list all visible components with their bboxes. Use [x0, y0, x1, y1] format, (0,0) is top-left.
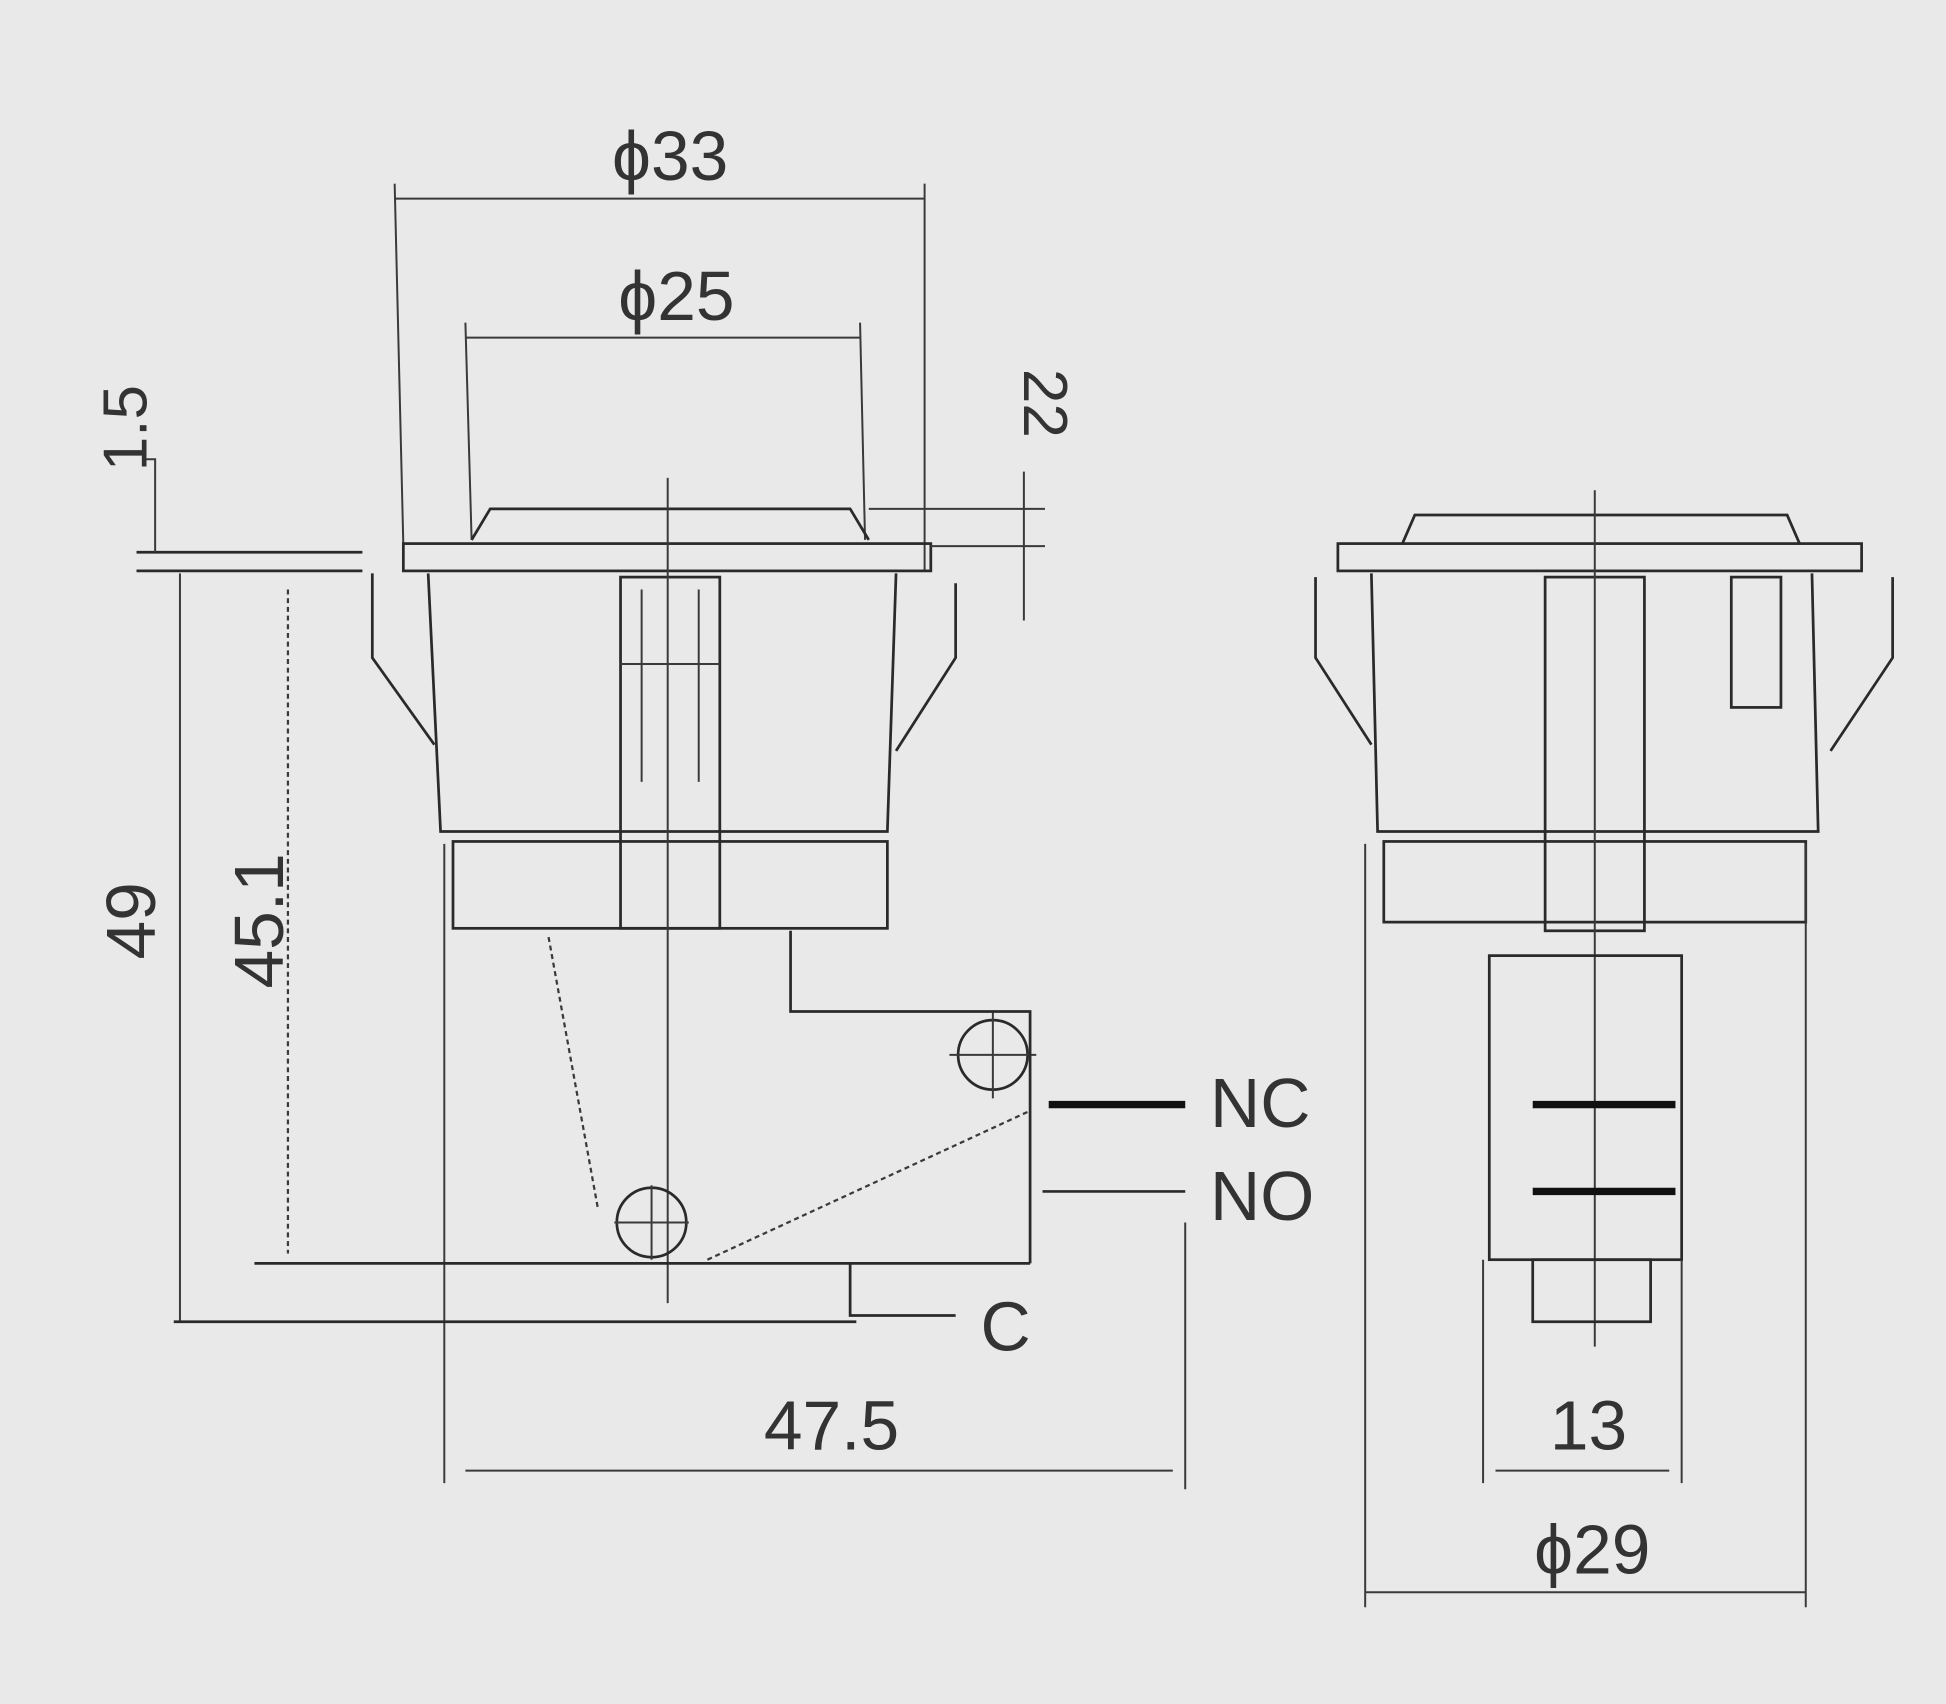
- side-flange: [1336, 542, 1863, 573]
- label-phi29: ϕ29: [1534, 1511, 1650, 1589]
- lever: [547, 936, 600, 1211]
- label-45-1: 45.1: [220, 853, 298, 988]
- label-13: 13: [1550, 1387, 1627, 1465]
- side-button-cap: [1401, 513, 1801, 545]
- label-47-5: 47.5: [764, 1387, 899, 1465]
- label-nc: NC: [1210, 1064, 1310, 1142]
- label-phi33: ϕ33: [612, 117, 728, 195]
- clip-right: [894, 583, 957, 752]
- label-c: C: [980, 1287, 1030, 1365]
- front-view: ϕ33 ϕ25 1.5 22 49 45.1: [91, 117, 1314, 1490]
- label-22: 22: [1010, 369, 1079, 438]
- label-phi25: ϕ25: [618, 257, 734, 335]
- clip-left: [370, 573, 436, 746]
- base-ring: [451, 840, 889, 930]
- button-cap: [470, 507, 870, 541]
- side-key: [1729, 575, 1783, 709]
- plunger: [619, 575, 722, 930]
- housing: [426, 573, 898, 833]
- terminal-c: [848, 1263, 956, 1317]
- label-49: 49: [92, 882, 170, 959]
- label-1-5: 1.5: [91, 385, 160, 471]
- label-no: NO: [1210, 1157, 1314, 1235]
- switch-body: [789, 930, 1032, 1264]
- side-housing: [1370, 573, 1820, 833]
- side-view: 13 ϕ29: [1314, 490, 1894, 1608]
